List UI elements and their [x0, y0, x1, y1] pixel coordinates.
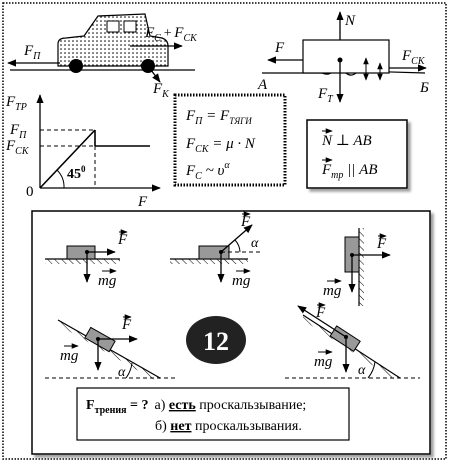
case-angled-force: F α mg	[170, 211, 262, 289]
svg-text:F: F	[315, 305, 326, 321]
block	[302, 39, 390, 74]
formula-box: FП = FТЯГИ FCK = μ · N FC ~ υα	[173, 93, 287, 187]
block-diagram: N F FCK FT A Б	[257, 11, 429, 105]
case-horizontal: F mg	[45, 229, 128, 289]
svg-text:0: 0	[26, 184, 34, 200]
svg-text:N: N	[344, 13, 356, 29]
svg-text:F: F	[117, 232, 128, 248]
car-window-icon	[123, 20, 137, 33]
svg-text:F: F	[274, 40, 285, 56]
svg-text:FTP: FTP	[5, 94, 27, 113]
svg-text:FT: FT	[317, 86, 334, 105]
svg-text:F: F	[121, 317, 132, 333]
car-body	[57, 13, 169, 67]
svg-text:FCK: FCK	[5, 138, 30, 157]
svg-text:mg: mg	[314, 354, 333, 370]
svg-text:mg: mg	[98, 273, 117, 289]
svg-text:FC ~ υα: FC ~ υα	[185, 160, 230, 182]
svg-text:FП: FП	[9, 122, 27, 141]
svg-text:mg: mg	[232, 273, 251, 289]
svg-text:mg: mg	[323, 283, 342, 299]
svg-text:F: F	[240, 214, 251, 230]
svg-text:Fтрения = ?а) есть проскальзыв: Fтрения = ?а) есть проскальзывание;	[86, 398, 306, 416]
case-vertical-wall: F mg	[323, 228, 391, 306]
case-incline-along: F mg α	[285, 302, 420, 383]
svg-text:mg: mg	[60, 348, 79, 364]
svg-text:FП = FТЯГИ: FП = FТЯГИ	[185, 108, 252, 127]
svg-text:A: A	[257, 77, 268, 93]
svg-text:N ⊥ AB: N ⊥ AB	[321, 133, 372, 149]
wheel-icon	[69, 59, 83, 73]
relations-box: N ⊥ AB Fтр || AB	[306, 119, 408, 189]
svg-text:FП: FП	[23, 43, 41, 62]
car-window-icon	[106, 20, 120, 33]
question-box: Fтрения = ?а) есть проскальзывание; б) н…	[76, 387, 350, 441]
svg-text:α: α	[118, 365, 126, 380]
svg-text:12: 12	[203, 327, 229, 356]
svg-text:F: F	[137, 194, 148, 210]
svg-text:FK: FK	[152, 81, 170, 100]
problem-number-badge: 12	[186, 316, 246, 364]
svg-text:Fтр || AB: Fтр || AB	[321, 162, 377, 181]
friction-graph: FTP FП FCK 450 0 F	[5, 94, 161, 210]
svg-text:450: 450	[67, 164, 86, 182]
case-incline-push: F mg α	[45, 314, 175, 383]
svg-text:α: α	[251, 236, 259, 251]
svg-text:б) нет проскальзывания.: б) нет проскальзывания.	[155, 419, 302, 434]
svg-text:F: F	[376, 236, 387, 252]
car-diagram: FП FC+FCK FK	[7, 13, 198, 100]
svg-text:FCK: FCK	[401, 48, 426, 67]
svg-text:α: α	[358, 363, 366, 378]
svg-text:FC+FCK: FC+FCK	[144, 25, 198, 44]
svg-text:Б: Б	[419, 80, 429, 96]
svg-text:FCK = μ · N: FCK = μ · N	[185, 136, 256, 155]
